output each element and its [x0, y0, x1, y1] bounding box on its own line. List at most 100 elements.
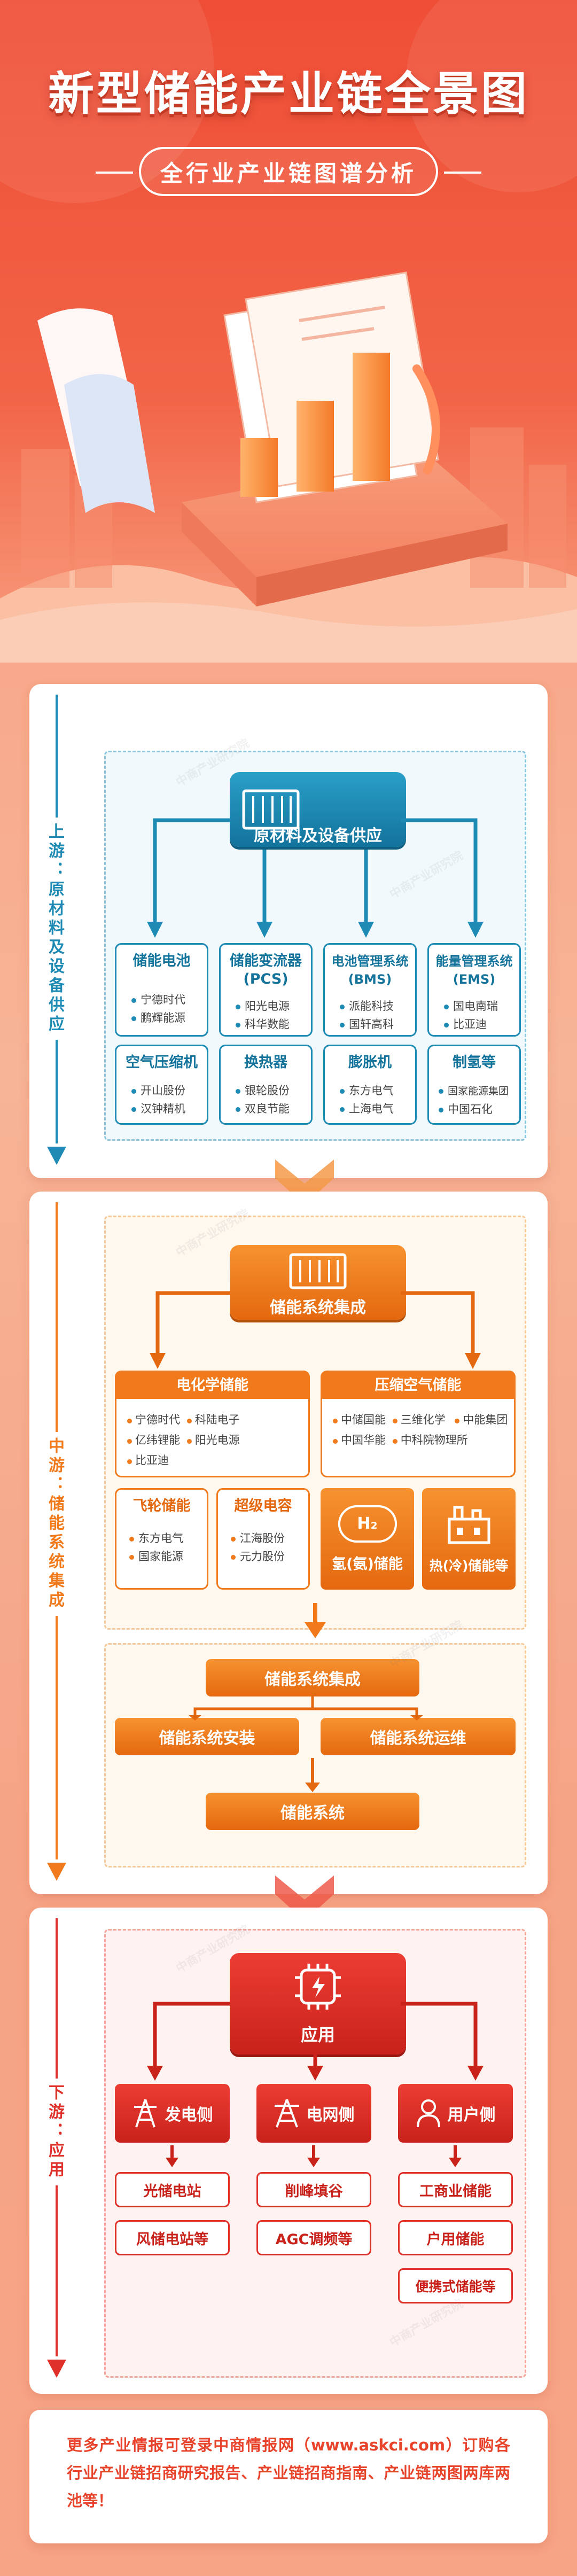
footer-card: 更多产业情报可登录中商情报网（www.askci.com）订购各行业产业链招商研…: [29, 2410, 548, 2543]
card-title: 电化学储能: [116, 1372, 308, 1399]
application-item: AGC调频等: [256, 2220, 371, 2255]
flow-node-system: 储能系统: [206, 1793, 419, 1830]
power-tower-icon: [134, 2099, 157, 2128]
company-item: 双良节能: [236, 1100, 311, 1118]
company-item: 阳光电源: [236, 997, 311, 1015]
company-item: 宁德时代: [131, 991, 207, 1009]
header-illustration: [0, 271, 577, 663]
midstream-node-thermal: 热(冷)储能等: [422, 1488, 516, 1590]
upstream-connectors: [147, 818, 484, 938]
flow-node-integration: 储能系统集成: [206, 1659, 419, 1696]
company-item: 元力股份: [231, 1547, 308, 1566]
company-item: 科华数能: [236, 1015, 311, 1033]
company-item: 国家能源集团: [439, 1081, 519, 1100]
user-icon: [416, 2099, 440, 2128]
side-label: 电网侧: [306, 2106, 355, 2124]
downstream-side-user: 用户侧: [398, 2084, 513, 2143]
upstream-rail-label: 上游：原材料及设备供应: [45, 818, 66, 1040]
container-icon: [242, 789, 300, 830]
downstream-side-generation: 发电侧: [115, 2084, 230, 2143]
company-item: 中科院物理所: [392, 1430, 489, 1450]
midstream-rail-label: 中游：储能系统集成: [45, 1432, 66, 1616]
application-item: 削峰填谷: [256, 2172, 371, 2207]
midstream-card-flywheel: 飞轮储能 东方电气 国家能源: [115, 1488, 208, 1590]
node-label: 氢(氨)储能: [332, 1555, 403, 1573]
card-title: 空气压缩机: [126, 1054, 198, 1071]
subtitle-pill: 全行业产业链图谱分析: [96, 147, 481, 196]
rail-arrow: [47, 2360, 66, 2378]
company-item: 中能集团: [455, 1410, 511, 1430]
application-item: 光储电站: [115, 2172, 230, 2207]
midstream-card-electrochemical: 电化学储能 宁德时代 科陆电子 亿纬锂能 阳光电源 比亚迪: [115, 1371, 310, 1477]
page-subtitle: 全行业产业链图谱分析: [160, 160, 417, 186]
card-title: 膨胀机: [348, 1054, 392, 1071]
down-arrow: [305, 1603, 326, 1638]
upstream-card-battery: 储能电池 宁德时代 鹏辉能源: [115, 943, 208, 1037]
midstream-main-box: 储能系统集成: [230, 1245, 406, 1320]
upstream-card-heat-exchanger: 换热器 银轮股份 双良节能: [219, 1045, 313, 1125]
factory-icon: [448, 1506, 490, 1544]
midstream-node-hydrogen: H₂ 氢(氨)储能: [321, 1488, 414, 1590]
upstream-card-ems: 能量管理系统 (EMS) 国电南瑞 比亚迪: [427, 943, 521, 1037]
card-title: 能量管理系统 (EMS): [435, 954, 513, 987]
header: 新型储能产业链全景图 全行业产业链图谱分析: [0, 0, 577, 663]
company-item: 中国石化: [439, 1100, 519, 1118]
hydrogen-tank-icon: H₂: [338, 1505, 397, 1543]
company-item: 上海电气: [340, 1100, 415, 1118]
downstream-side-grid: 电网侧: [256, 2084, 371, 2143]
midstream-card-supercap: 超级电容 江海股份 元力股份: [216, 1488, 310, 1590]
page-title: 新型储能产业链全景图: [48, 67, 529, 121]
company-item: 比亚迪: [127, 1450, 186, 1470]
company-item: 科陆电子: [186, 1410, 246, 1430]
card-title: 压缩空气储能: [322, 1372, 514, 1399]
midstream-rail: 中游：储能系统集成: [45, 1202, 66, 1881]
card-title: 超级电容: [234, 1498, 292, 1514]
downstream-main-box: 应用: [230, 1953, 406, 2054]
company-item: 开山股份: [131, 1081, 207, 1100]
flow-node-maintenance: 储能系统运维: [321, 1718, 516, 1755]
card-title: 换热器: [244, 1054, 287, 1071]
application-item: 风储电站等: [115, 2220, 230, 2255]
company-item: 东方电气: [129, 1529, 207, 1547]
company-item: 国电南瑞: [444, 997, 519, 1015]
company-item: 阳光电源: [186, 1430, 243, 1450]
company-item: 汉钟精机: [131, 1100, 207, 1118]
company-item: 派能科技: [340, 997, 415, 1015]
card-title: 储能电池: [132, 953, 191, 969]
upstream-main-label: 原材料及设备供应: [254, 827, 382, 845]
footer-text: 更多产业情报可登录中商情报网（www.askci.com）订购各行业产业链招商研…: [67, 2436, 510, 2510]
downstream-rail-label: 下游：应用: [45, 2079, 66, 2185]
downstream-main-label: 应用: [300, 2025, 335, 2045]
side-label: 用户侧: [447, 2106, 496, 2124]
application-item: 户用储能: [398, 2220, 513, 2255]
node-label: 热(冷)储能等: [429, 1558, 509, 1574]
energy-chip-icon: [295, 1964, 341, 2010]
company-item: 中国华能: [333, 1430, 389, 1450]
company-item: 国家能源: [129, 1547, 207, 1566]
flow-node-installation: 储能系统安装: [115, 1718, 299, 1755]
company-item: 三维化学: [392, 1410, 451, 1430]
side-arrows: [166, 2145, 462, 2167]
midstream-main-label: 储能系统集成: [270, 1298, 366, 1317]
company-item: 宁德时代: [127, 1410, 183, 1430]
upstream-rail: 上游：原材料及设备供应: [45, 695, 66, 1165]
card-title: 储能变流器 (PCS): [230, 953, 302, 987]
card-title: 电池管理系统 (BMS): [331, 954, 409, 987]
upstream-card-expander: 膨胀机 东方电气 上海电气: [323, 1045, 417, 1125]
company-item: 比亚迪: [444, 1015, 519, 1033]
downstream-connectors: [147, 2002, 484, 2081]
upstream-card-pcs: 储能变流器 (PCS) 阳光电源 科华数能: [219, 943, 313, 1037]
application-item: 工商业储能: [398, 2172, 513, 2207]
company-item: 东方电气: [340, 1081, 415, 1100]
card-title: 制氢等: [453, 1054, 496, 1071]
card-title: 飞轮储能: [132, 1498, 191, 1514]
company-item: 银轮股份: [236, 1081, 311, 1100]
upstream-card-compressor: 空气压缩机 开山股份 汉钟精机: [115, 1045, 208, 1125]
upstream-main-box: 原材料及设备供应: [230, 772, 406, 847]
midstream-card-compressed-air: 压缩空气储能 中储国能 三维化学 中能集团 中国华能 中科院物理所: [321, 1371, 516, 1477]
midstream-connectors: [150, 1291, 481, 1369]
company-item: 亿纬锂能: [127, 1430, 183, 1450]
company-item: 国轩高科: [340, 1015, 415, 1033]
grid-tower-icon: [274, 2099, 299, 2128]
company-item: 中储国能: [333, 1410, 389, 1430]
